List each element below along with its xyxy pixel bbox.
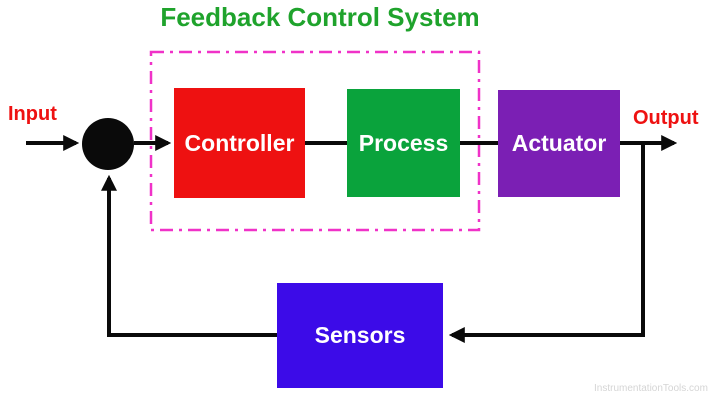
block-actuator: Actuator (498, 90, 620, 197)
block-actuator-label: Actuator (511, 130, 607, 156)
sensors-to-junction-arrow (101, 174, 277, 337)
block-sensors: Sensors (277, 283, 443, 388)
output-label: Output (633, 107, 699, 129)
block-controller: Controller (174, 88, 305, 198)
diagram-title: Feedback Control System (160, 2, 480, 32)
watermark: InstrumentationTools.com (594, 383, 708, 394)
block-sensors-label: Sensors (314, 322, 406, 348)
block-controller-label: Controller (184, 129, 295, 156)
summing-junction (82, 118, 134, 170)
block-process: Process (347, 89, 460, 197)
input-label: Input (8, 103, 57, 125)
block-process-label: Process (358, 129, 449, 156)
